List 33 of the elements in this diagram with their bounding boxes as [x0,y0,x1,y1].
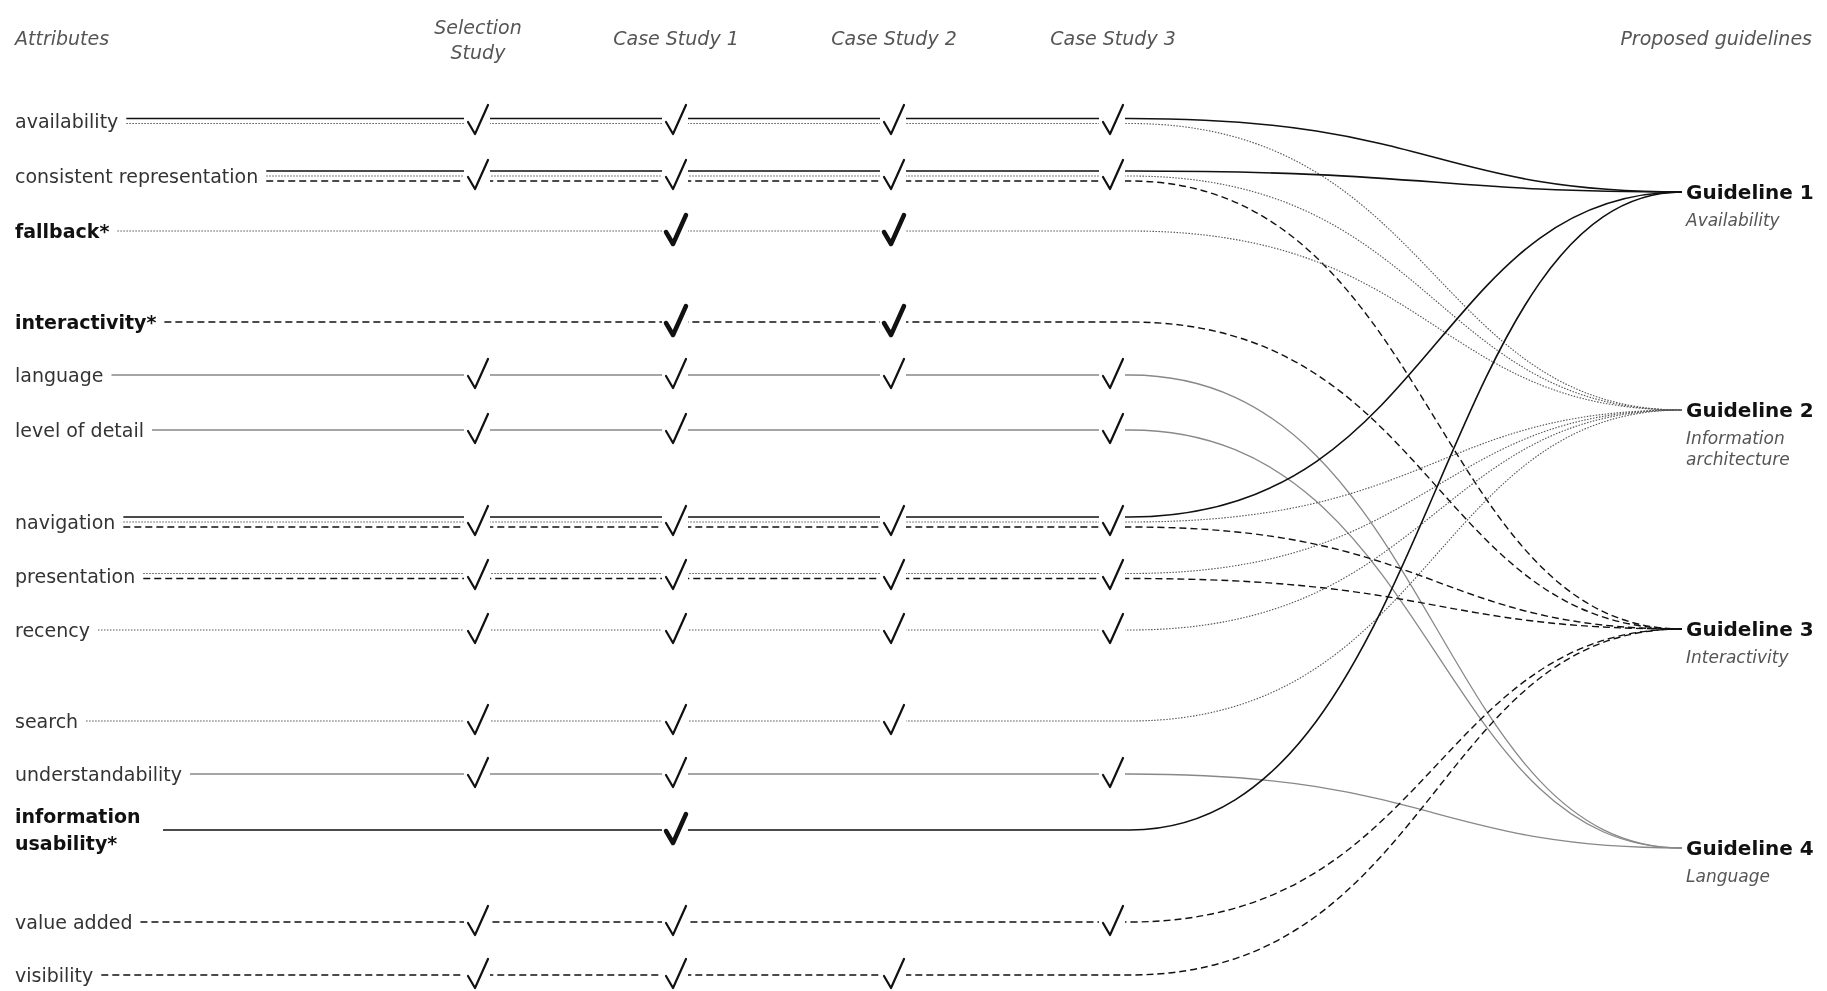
guideline-title: Guideline 1 [1686,180,1815,204]
guideline-title: Guideline 4 [1686,836,1815,860]
attribute-label: understandability [15,762,182,786]
attribute-label: visibility [15,963,94,987]
guideline-description: Interactivity [1686,647,1790,668]
attribute-label: interactivity* [15,310,157,334]
connector-line [100,628,1683,976]
guideline-title: Guideline 3 [1686,617,1815,641]
column-header: Selection Study [433,15,523,65]
attribute-label: fallback* [15,219,110,243]
attribute-label: navigation [15,510,116,534]
attribute-label: recency [15,618,90,642]
attribute-label: information usability* [15,803,155,857]
guideline-description: Information architecture [1686,428,1791,470]
attribute-label: consistent representation [15,164,259,188]
connector-line [85,409,1683,722]
attribute-label: search [15,709,79,733]
attribute-label: availability [15,109,119,133]
guideline-description: Availability [1686,210,1781,231]
connector-line [142,409,1683,575]
column-header: Case Study 2 [831,25,957,51]
column-header: Case Study 1 [613,25,739,51]
guideline-description: Language [1686,866,1771,887]
attribute-label: presentation [15,564,136,588]
column-header: Case Study 3 [1050,25,1176,51]
column-header: Proposed guidelines [1620,25,1812,51]
column-header: Attributes [15,25,110,51]
attribute-label: language [15,363,104,387]
guideline-title: Guideline 2 [1686,398,1815,422]
connector-line [189,773,1683,849]
attribute-label: value added [15,910,133,934]
connector-line [97,409,1683,631]
attribute-label: level of detail [15,418,144,442]
